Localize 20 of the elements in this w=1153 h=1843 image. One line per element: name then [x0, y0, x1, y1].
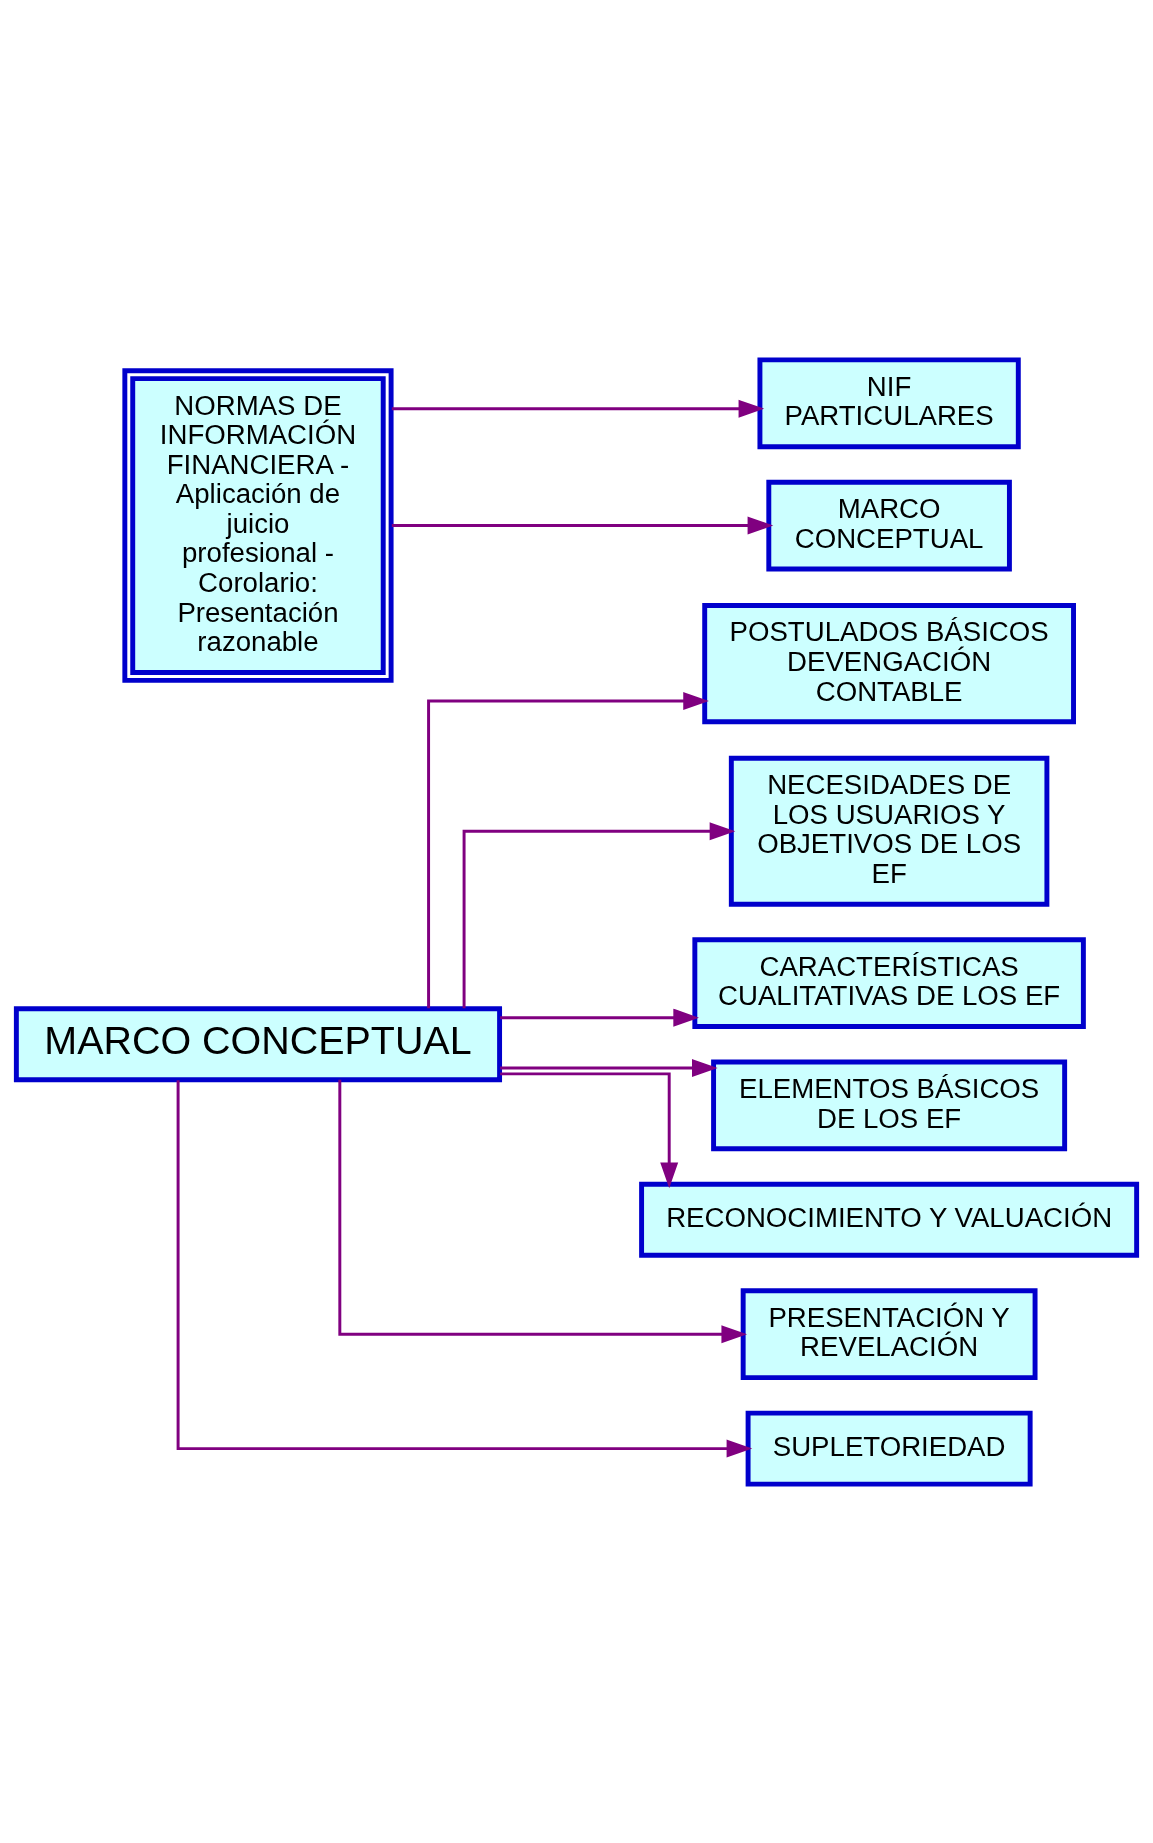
- arrow: [462, 821, 736, 1008]
- arrow: [338, 1079, 748, 1343]
- node-box: MARCO CONCEPTUAL: [13, 1005, 503, 1082]
- arrow: [500, 1008, 699, 1027]
- node-box: NIF PARTICULARES: [757, 356, 1021, 449]
- node-box: MARCO CONCEPTUAL: [766, 479, 1012, 571]
- arrow: [500, 1058, 718, 1077]
- node-box: PRESENTACIÓN Y REVELACIÓN: [740, 1287, 1038, 1380]
- arrow: [176, 1079, 753, 1458]
- node-box: NORMAS DE INFORMACIÓN FINANCIERA - Aplicación de juicio profesional - Corolario: Presentación razonable: [122, 367, 394, 683]
- arrow: [391, 516, 774, 535]
- node-box: POSTULADOS BÁSICOS DEVENGACIÓN CONTABLE: [702, 602, 1076, 724]
- node-box: RECONOCIMIENTO Y VALUACIÓN: [639, 1181, 1140, 1258]
- node-box: ELEMENTOS BÁSICOS DE LOS EF: [711, 1059, 1068, 1151]
- arrow: [500, 1071, 679, 1188]
- node-box: NECESIDADES DE LOS USUARIOS Y OBJETIVOS DE LOS EF: [728, 755, 1050, 907]
- arrow: [391, 399, 765, 418]
- arrow: [427, 691, 709, 1008]
- node-box: SUPLETORIEDAD: [745, 1410, 1033, 1487]
- node-box: CARACTERÍSTICAS CUALITATIVAS DE LOS EF: [692, 936, 1086, 1029]
